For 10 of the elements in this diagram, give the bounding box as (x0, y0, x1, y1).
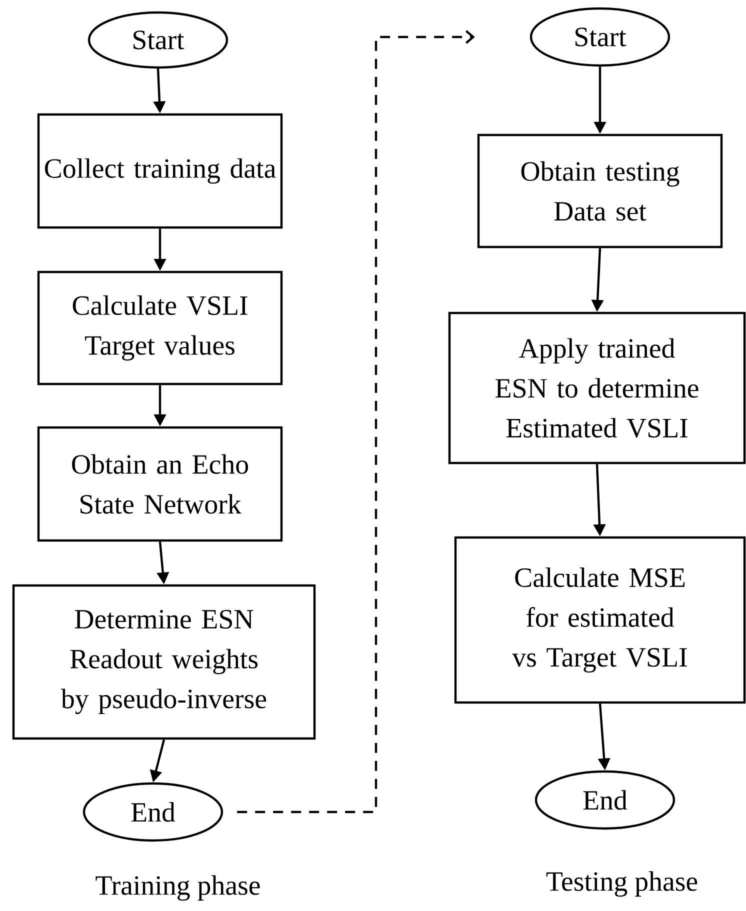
process-box: Apply trained ESN to determine Estimated VSLI (448, 312, 746, 464)
phase-label: Testing phase (546, 871, 698, 897)
process-box: Calculate VSLI Target values (37, 270, 283, 386)
arrow (237, 30, 475, 814)
process-box: Collect training data (37, 113, 283, 229)
process-box: Determine ESN Readout weights by pseudo-inverse (12, 584, 316, 740)
process-box: Calculate MSE for estimated vs Target VSLI (454, 536, 746, 704)
process-box: Obtain an Echo State Network (37, 426, 283, 542)
process-box: Obtain testing Data set (477, 134, 723, 248)
phase-label: Training phase (96, 875, 260, 901)
